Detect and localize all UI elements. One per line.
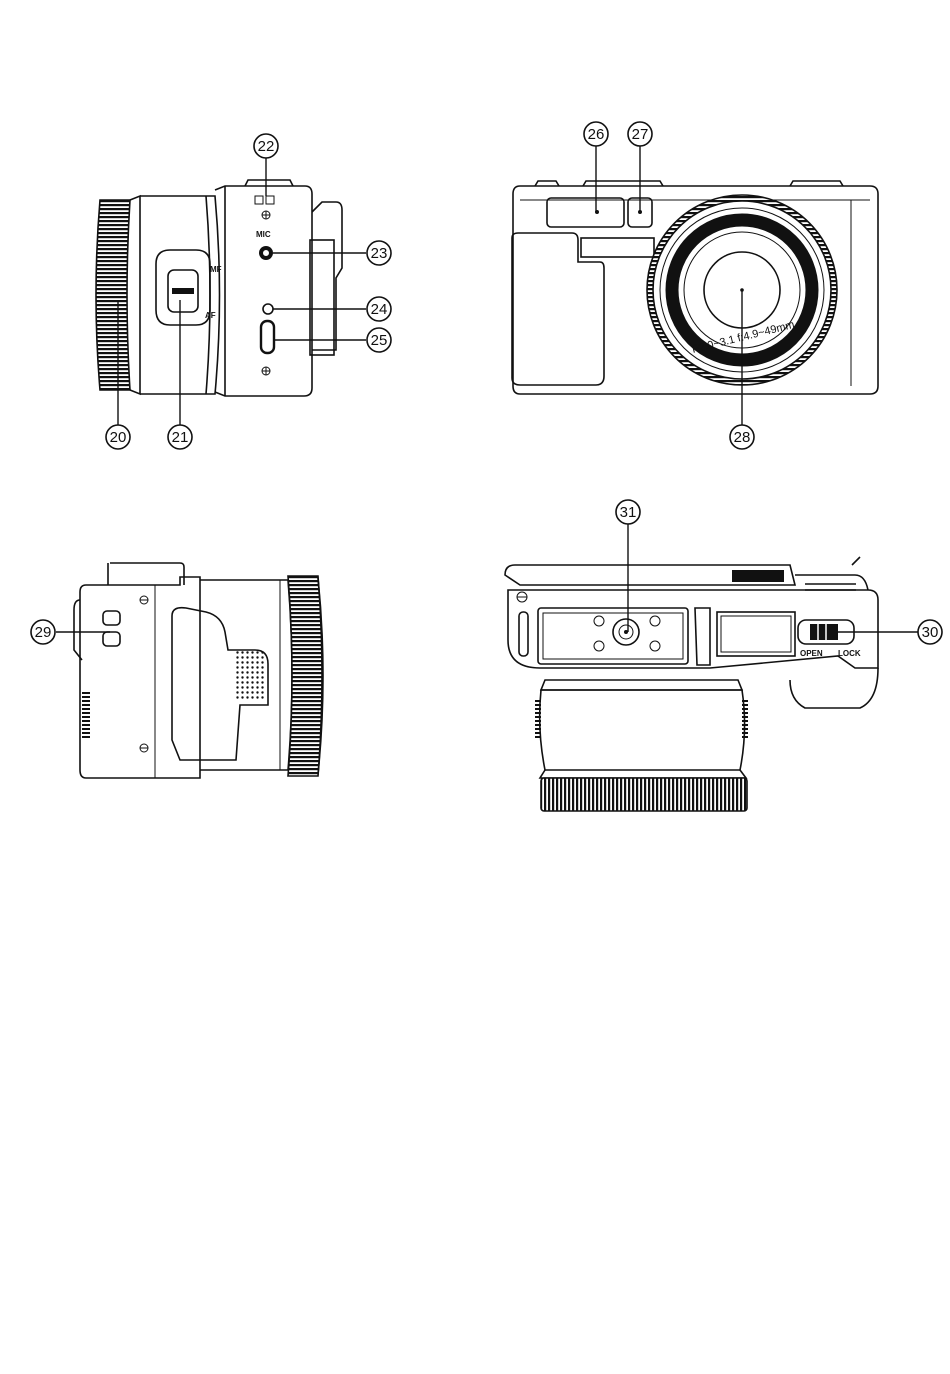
side-button-bottom[interactable] [103,632,120,646]
grip-bottom [790,668,878,708]
svg-text:24: 24 [371,301,388,318]
callout-21: 21 [168,425,192,449]
focus-ring-bottom [541,778,747,811]
lock-label: LOCK [838,649,861,658]
svg-text:22: 22 [258,138,275,155]
af-label: AF [205,311,216,320]
svg-text:23: 23 [371,245,388,262]
speaker-hole-left [255,196,263,204]
callout-30: 30 [918,620,942,644]
callout-27: 27 [628,122,652,146]
svg-text:26: 26 [588,126,605,143]
usb-c-port[interactable] [261,321,274,353]
callout-29: 29 [31,620,55,644]
svg-text:21: 21 [172,429,189,446]
svg-text:29: 29 [35,624,52,641]
hinge-grille [732,570,784,582]
open-label: OPEN [800,649,823,658]
svg-text:28: 28 [734,429,751,446]
callout-31: 31 [616,500,640,524]
callout-23: 23 [367,241,391,265]
focus-ring [96,200,130,390]
side-view-left: MF AF MIC [96,156,366,425]
svg-text:25: 25 [371,332,388,349]
flip-screen [312,202,342,350]
indicator-led [263,304,273,314]
callout-22: 22 [254,134,278,158]
svg-text:31: 31 [620,504,637,521]
grip [512,233,604,385]
bottom-view: OPEN LOCK [505,524,918,811]
side-view-right [56,563,323,778]
mf-label: MF [210,265,222,274]
callout-25: 25 [367,328,391,352]
mic-label: MIC [256,230,271,239]
battery-door [717,612,795,656]
callout-24: 24 [367,297,391,321]
svg-text:27: 27 [632,126,649,143]
callout-26: 26 [584,122,608,146]
focus-ring-right [288,576,322,776]
speaker-hole-right [266,196,274,204]
svg-text:30: 30 [922,624,939,641]
callout-20: 20 [106,425,130,449]
front-view: F2.0~3.1 f:4.9~49mm [512,146,878,425]
side-button-top[interactable] [103,611,120,625]
flash [547,198,624,227]
svg-text:20: 20 [110,429,127,446]
callout-28: 28 [730,425,754,449]
